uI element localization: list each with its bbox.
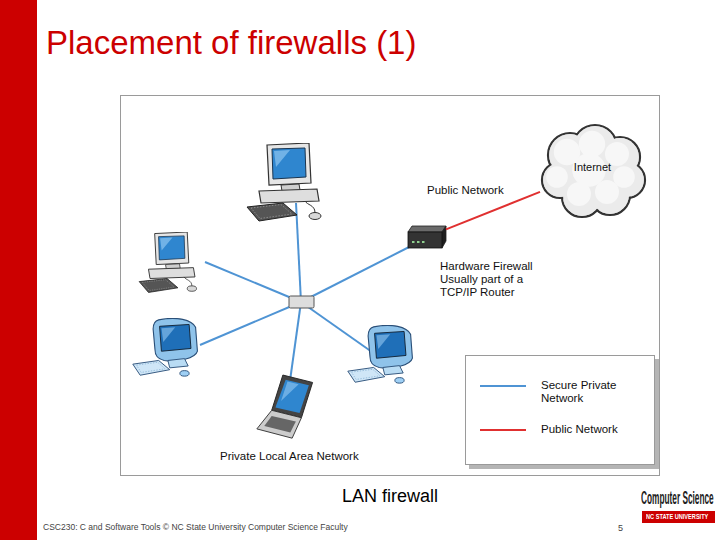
hardware-firewall-shape [408,226,446,248]
public-link [446,192,540,229]
legend-label: Secure Private Network [541,379,633,405]
lan-wires [200,203,415,395]
diagram-frame [121,96,660,476]
footer-text: CSC230: C and Software Tools © NC State … [43,523,613,533]
desktop-computer [139,232,196,292]
legend-box: Secure Private NetworkPublic Network [465,355,655,465]
network-name: Private Local Area Network [220,450,440,463]
logo-subtext: NC STATE UNIVERSITY [646,513,708,521]
legend-row: Public Network [466,418,654,452]
legend-swatch [478,374,528,408]
slide-title: Placement of firewalls (1) [46,24,416,62]
accent-bar [0,0,37,540]
node-label: Hardware Firewall Usually part of a TCP/… [440,260,552,300]
internet-cloud: Internet [540,125,645,217]
laptop-computer [257,375,313,438]
edge-label: Public Network [427,184,504,197]
hardware-firewall: Hardware Firewall Usually part of a TCP/… [408,226,446,248]
imac-computer [133,318,198,376]
legend-swatch [478,418,528,452]
figure-caption: LAN firewall [120,486,660,507]
legend-row: Secure Private Network [466,374,654,408]
imac-computer [348,325,413,383]
desktop-computer [247,143,321,221]
logo-band [642,511,715,523]
logo-text: Computer Science [641,488,714,509]
network-hub [289,296,314,308]
legend-label: Public Network [541,423,633,436]
node-label: Internet [540,161,645,174]
page-number: 5 [618,523,638,533]
